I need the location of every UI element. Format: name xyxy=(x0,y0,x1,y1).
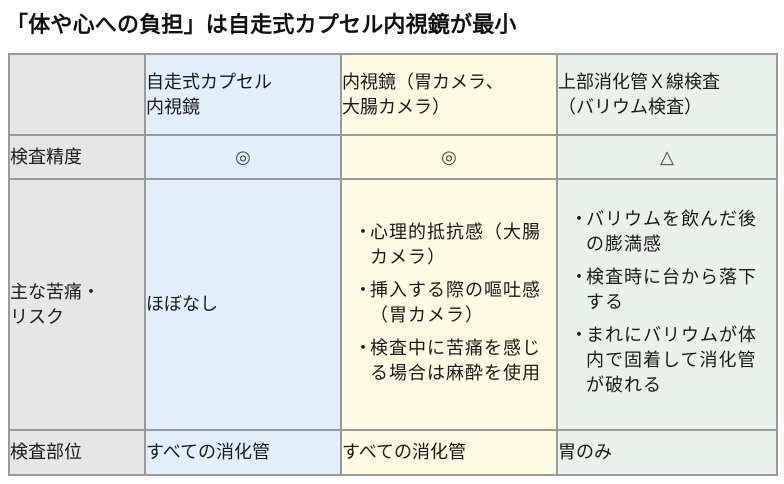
list-item: ・挿入する際の嘔吐感（胃カメラ） xyxy=(354,278,546,328)
endoscope-risk-list: ・心理的抵抗感（大腸カメラ） ・挿入する際の嘔吐感（胃カメラ） ・検査中に苦痛を… xyxy=(342,220,556,386)
header-endoscope: 内視鏡（胃カメラ、 大腸カメラ） xyxy=(340,53,558,136)
list-item: ・まれにバリウムが体内で固着して消化管が破れる xyxy=(570,323,766,398)
header-line: 内視鏡 xyxy=(146,96,200,118)
comparison-table: 自走式カプセル 内視鏡 内視鏡（胃カメラ、 大腸カメラ） 上部消化管Ｘ線検査 （… xyxy=(8,53,778,476)
bullet-icon: ・ xyxy=(354,337,373,359)
endoscope-site-cell: すべての消化管 xyxy=(340,429,558,476)
barium-risk-cell: ・バリウムを飲んだ後の膨満感 ・検査時に台から落下する ・まれにバリウムが体内で… xyxy=(556,178,778,431)
header-line: 上部消化管Ｘ線検査 xyxy=(558,71,720,93)
double-circle-icon: ◎ xyxy=(340,134,558,180)
list-item-text: まれにバリウムが体内で固着して消化管が破れる xyxy=(586,325,757,396)
row-label-risk: 主な苦痛・ リスク xyxy=(8,178,146,431)
bullet-icon: ・ xyxy=(354,221,373,243)
header-row: 自走式カプセル 内視鏡 内視鏡（胃カメラ、 大腸カメラ） 上部消化管Ｘ線検査 （… xyxy=(8,53,778,136)
page-title: 「体や心への負担」は自走式カプセル内視鏡が最小 xyxy=(6,13,517,38)
list-item: ・バリウムを飲んだ後の膨満感 xyxy=(570,207,766,257)
accuracy-row: 検査精度 ◎ ◎ △ xyxy=(8,134,778,180)
site-row: 検査部位 すべての消化管 すべての消化管 胃のみ xyxy=(8,429,778,476)
bullet-icon: ・ xyxy=(354,279,373,301)
list-item: ・検査時に台から落下する xyxy=(570,265,766,315)
barium-risk-list: ・バリウムを飲んだ後の膨満感 ・検査時に台から落下する ・まれにバリウムが体内で… xyxy=(558,207,776,398)
header-capsule-endoscope: 自走式カプセル 内視鏡 xyxy=(144,53,342,136)
capsule-risk-cell: ほぼなし xyxy=(144,178,342,431)
label-line: リスク xyxy=(10,306,64,328)
bullet-icon: ・ xyxy=(570,267,589,288)
header-line: 自走式カプセル xyxy=(146,71,272,93)
header-corner-cell xyxy=(8,53,146,136)
double-circle-icon: ◎ xyxy=(144,134,342,180)
triangle-icon: △ xyxy=(556,134,778,180)
bullet-icon: ・ xyxy=(570,209,589,230)
capsule-site-cell: すべての消化管 xyxy=(144,429,342,476)
list-item-text: 心理的抵抗感（大腸カメラ） xyxy=(370,221,541,268)
list-item-text: バリウムを飲んだ後の膨満感 xyxy=(586,209,757,255)
endoscope-risk-cell: ・心理的抵抗感（大腸カメラ） ・挿入する際の嘔吐感（胃カメラ） ・検査中に苦痛を… xyxy=(340,178,558,431)
list-item: ・心理的抵抗感（大腸カメラ） xyxy=(354,220,546,270)
risk-row: 主な苦痛・ リスク ほぼなし ・心理的抵抗感（大腸カメラ） ・挿入する際の嘔吐感… xyxy=(8,178,778,431)
header-line: 内視鏡（胃カメラ、 xyxy=(342,71,504,93)
list-item-text: 検査中に苦痛を感じる場合は麻酔を使用 xyxy=(370,337,541,384)
list-item: ・検査中に苦痛を感じる場合は麻酔を使用 xyxy=(354,336,546,386)
row-label-accuracy: 検査精度 xyxy=(8,134,146,180)
header-line: （バリウム検査） xyxy=(558,96,702,118)
header-barium-xray: 上部消化管Ｘ線検査 （バリウム検査） xyxy=(556,53,778,136)
list-item-text: 挿入する際の嘔吐感（胃カメラ） xyxy=(370,279,541,326)
list-item-text: 検査時に台から落下する xyxy=(586,267,757,313)
label-line: 主な苦痛・ xyxy=(10,281,100,303)
barium-site-cell: 胃のみ xyxy=(556,429,778,476)
header-line: 大腸カメラ） xyxy=(342,96,450,118)
row-label-site: 検査部位 xyxy=(8,429,146,476)
bullet-icon: ・ xyxy=(570,325,589,346)
